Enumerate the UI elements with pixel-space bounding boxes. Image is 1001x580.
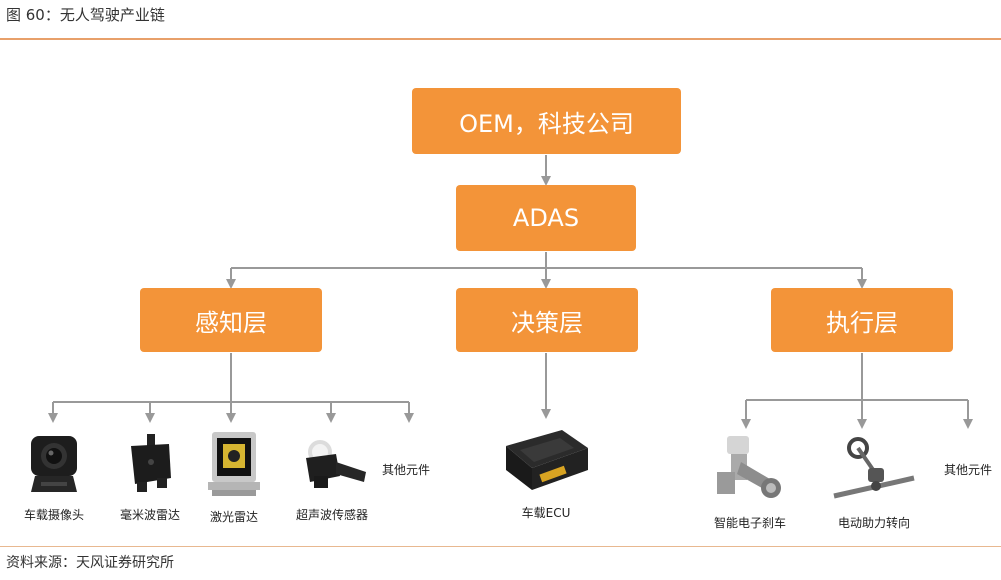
lidar-icon bbox=[208, 432, 260, 496]
figure-source: 资料来源：天风证券研究所 bbox=[6, 555, 174, 571]
node-execution-layer: 执行层 bbox=[771, 288, 953, 352]
bottom-divider bbox=[0, 546, 1001, 547]
perception-item-label: 激光雷达 bbox=[209, 510, 258, 524]
node-decision-layer: 决策层 bbox=[456, 288, 638, 352]
ecu-icon bbox=[506, 430, 588, 490]
node-perception-layer: 感知层 bbox=[140, 288, 322, 352]
execution-item-other: 其他元件 bbox=[944, 463, 993, 477]
perception-item-ultrasonic: 超声波传感器 bbox=[290, 436, 374, 523]
execution-item-label: 智能电子刹车 bbox=[713, 516, 786, 530]
perception-item-lidar: 激光雷达 bbox=[198, 430, 270, 525]
node-adas: ADAS bbox=[456, 185, 636, 251]
ultrasonic-sensor-icon bbox=[306, 440, 366, 488]
brake-icon bbox=[717, 436, 781, 498]
perception-item-label: 毫米波雷达 bbox=[119, 508, 180, 522]
node-oem-tech: OEM，科技公司 bbox=[412, 88, 681, 154]
camera-icon bbox=[31, 436, 77, 492]
perception-item-label: 超声波传感器 bbox=[295, 508, 368, 522]
decision-item-ecu: 车载ECU bbox=[496, 426, 596, 521]
perception-item-label: 车载摄像头 bbox=[23, 508, 84, 522]
steering-icon bbox=[833, 437, 915, 499]
execution-item-brake: 智能电子刹车 bbox=[706, 432, 794, 531]
perception-item-mmwave-radar: 毫米波雷达 bbox=[110, 432, 190, 523]
top-divider bbox=[0, 38, 1001, 40]
mmwave-radar-icon bbox=[131, 434, 171, 492]
execution-item-label: 电动助力转向 bbox=[837, 516, 910, 530]
perception-item-other: 其他元件 bbox=[382, 463, 431, 477]
execution-item-steering: 电动助力转向 bbox=[826, 434, 922, 531]
decision-item-label: 车载ECU bbox=[521, 506, 571, 520]
perception-item-camera: 车载摄像头 bbox=[16, 432, 92, 523]
figure-title: 图 60：无人驾驶产业链 bbox=[6, 6, 165, 24]
